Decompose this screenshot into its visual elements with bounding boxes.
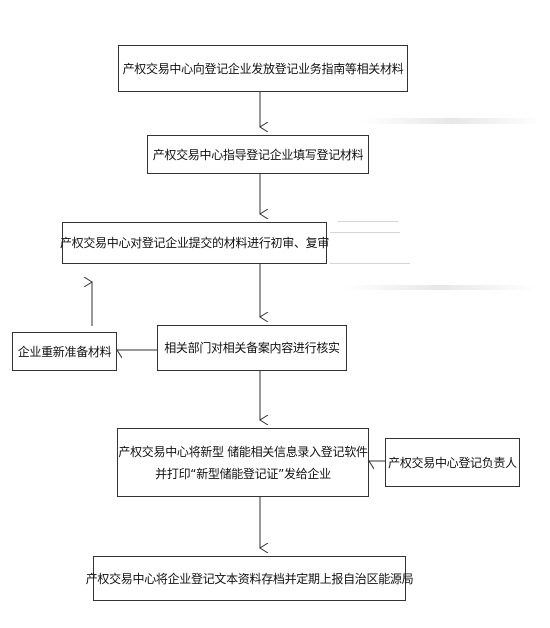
side-resubmit-label: 企业重新准备材料 bbox=[17, 344, 112, 359]
scan-artifact-line bbox=[338, 221, 398, 222]
scan-artifact bbox=[345, 285, 535, 290]
step1-label: 产权交易中心向登记企业发放登记业务指南等相关材料 bbox=[122, 61, 404, 76]
scan-artifact bbox=[362, 118, 542, 124]
step5-label-line2: 并打印“新型储能登记证”发给企业 bbox=[155, 466, 331, 481]
step3-label: 产权交易中心对登记企业提交的材料进行初审、复审 bbox=[59, 236, 330, 250]
side-responsible-label: 产权交易中心登记负责人 bbox=[388, 455, 517, 470]
side-resubmit-materials: 企业重新准备材料 bbox=[12, 332, 117, 371]
step5-register-and-issue: 产权交易中心将新型 储能相关信息录入登记软件 并打印“新型储能登记证”发给企业 bbox=[117, 428, 369, 497]
step2-label: 产权交易中心指导登记企业填写登记材料 bbox=[152, 147, 364, 162]
step4-verify-records: 相关部门对相关备案内容进行核实 bbox=[157, 325, 347, 371]
step3-review-materials: 产权交易中心对登记企业提交的材料进行初审、复审 bbox=[59, 222, 330, 264]
side-registration-responsible: 产权交易中心登记负责人 bbox=[385, 438, 520, 487]
step2-guide-fill-materials: 产权交易中心指导登记企业填写登记材料 bbox=[147, 135, 369, 174]
scan-artifact-line bbox=[330, 263, 410, 264]
scan-artifact-line bbox=[330, 232, 400, 233]
step1-distribute-materials: 产权交易中心向登记企业发放登记业务指南等相关材料 bbox=[118, 45, 408, 92]
step6-label: 产权交易中心将企业登记文本资料存档并定期上报自治区能源局 bbox=[85, 571, 414, 586]
step4-label: 相关部门对相关备案内容进行核实 bbox=[164, 341, 340, 355]
step6-archive-and-report: 产权交易中心将企业登记文本资料存档并定期上报自治区能源局 bbox=[86, 556, 414, 601]
step5-label-line1: 产权交易中心将新型 储能相关信息录入登记软件 bbox=[118, 444, 368, 459]
